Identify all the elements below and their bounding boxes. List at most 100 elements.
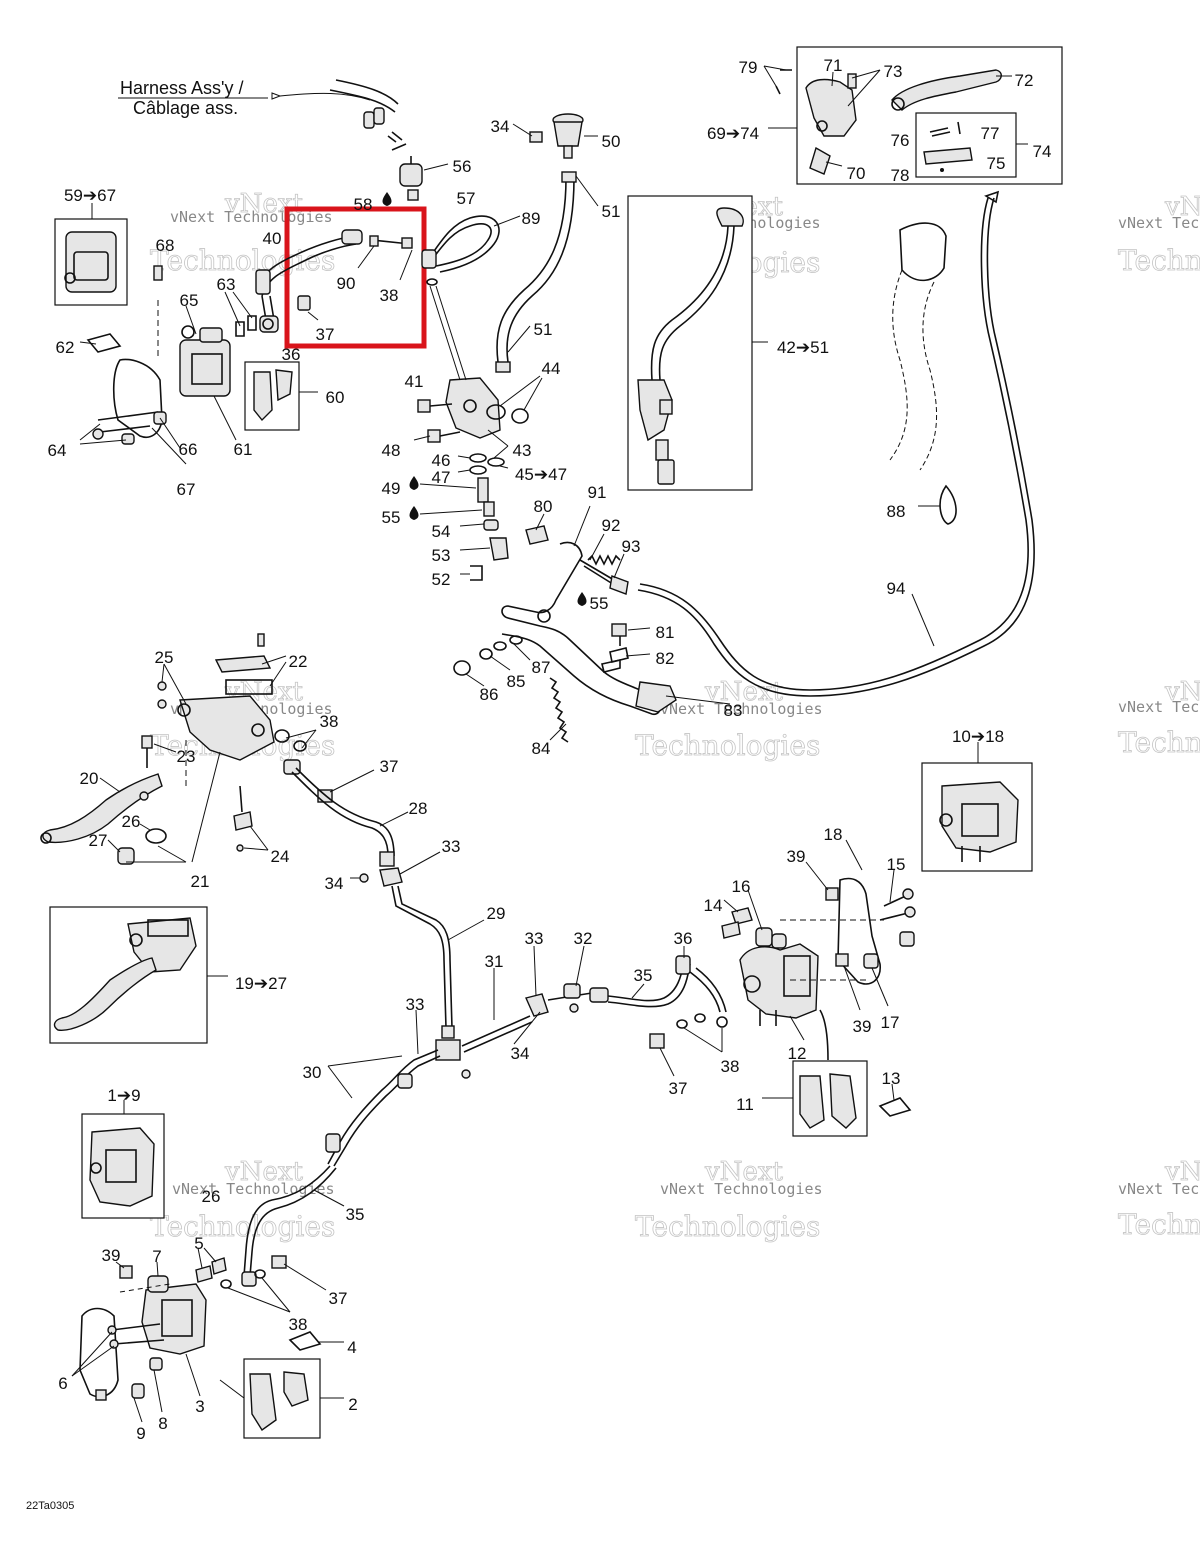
lead-line [489, 655, 511, 671]
seal-47 [469, 465, 487, 475]
lead-line [665, 695, 731, 705]
spring-76 [929, 127, 951, 137]
switch-wire [239, 785, 243, 813]
reservoir-50 [553, 121, 583, 147]
front-master-cylinder [40, 633, 287, 865]
watermark: vNext Technologies vNext Technologies [635, 1157, 823, 1244]
brake-switch [399, 163, 423, 187]
drawing-code: 22Ta0305 [26, 1500, 74, 1512]
callout-number: 39 [787, 847, 806, 866]
lead-line [283, 1263, 327, 1291]
bushing-17 [899, 931, 915, 947]
bushing-8 [149, 1357, 163, 1371]
lead-line [891, 1083, 895, 1101]
handlebar-tube [889, 269, 937, 471]
parking-lock-75 [923, 147, 973, 165]
bushing [121, 433, 135, 445]
callout-number: 57 [457, 189, 476, 208]
lead-line [507, 325, 531, 353]
callout-number: 11 [736, 1095, 754, 1114]
callout-number: 22 [289, 652, 308, 671]
caps-5 [195, 1257, 227, 1283]
union-fitting [441, 1025, 455, 1039]
pin-80 [525, 525, 549, 545]
bolts [97, 411, 159, 433]
lead-line [423, 163, 449, 171]
watermark-caption: vNext Technologies [170, 208, 333, 226]
clip-33 [379, 867, 403, 887]
bolt-head [369, 235, 379, 247]
callout-number: 86 [480, 685, 499, 704]
lead-line [79, 439, 127, 445]
callout-number: 54 [432, 522, 451, 541]
callout-number: 42➔51 [777, 338, 829, 357]
clip-33 [525, 993, 549, 1017]
callout-number: 48 [382, 441, 401, 460]
lead-line [71, 1331, 113, 1377]
callout-number: 55 [590, 594, 609, 613]
lead-line [307, 311, 319, 321]
lead-line [889, 869, 895, 903]
watermark-caption: vNext Technologies [660, 700, 823, 718]
callout-number: 21 [191, 872, 210, 891]
callout-number: 31 [485, 952, 504, 971]
nut [407, 189, 419, 201]
callout-number: 8 [158, 1414, 167, 1433]
lever-pivot [891, 97, 905, 111]
watermark-word: Technologies [1118, 1208, 1200, 1241]
banjo-fitting [283, 759, 301, 775]
oil-drop-icon [409, 506, 419, 520]
callout-number: 75 [987, 154, 1006, 173]
callout-number: 29 [487, 904, 506, 923]
callout-number: 26 [202, 1187, 221, 1206]
callout-number: 78 [891, 166, 910, 185]
lead-line [805, 861, 829, 891]
callout-number: 5 [194, 1234, 203, 1253]
brake-pad [249, 1373, 277, 1432]
callout-number: 24 [271, 847, 290, 866]
lead-line [573, 505, 591, 547]
harness-wires [329, 79, 399, 113]
lead-line [79, 341, 97, 345]
callout-number: 72 [1015, 71, 1034, 90]
callout-number: 38 [320, 712, 339, 731]
callout-number: 94 [887, 579, 906, 598]
lead-line [723, 899, 739, 913]
clip [391, 143, 407, 151]
port [251, 723, 265, 737]
pin-77 [957, 121, 961, 135]
o-ring-44 [486, 404, 506, 420]
callout-number: 34 [511, 1044, 530, 1063]
callout-number: 49 [382, 479, 401, 498]
lead-line [533, 945, 537, 997]
callout-number: 45➔47 [515, 465, 567, 484]
callout-number: 39 [102, 1246, 121, 1265]
brake-hose-89 [429, 215, 500, 273]
cable-tie-88 [939, 484, 957, 525]
lead-line [107, 839, 121, 853]
screw [236, 844, 244, 852]
callout-number: 34 [325, 874, 344, 893]
lead-curve [819, 1009, 829, 1061]
washer [426, 278, 438, 286]
port [463, 399, 477, 413]
callout-number: 68 [156, 236, 175, 255]
bushing-87 [493, 641, 507, 651]
bolt-37 [271, 1255, 287, 1269]
callout-number: 52 [432, 570, 451, 589]
lead-line [79, 423, 101, 441]
harness-label-en: Harness Ass'y / [120, 78, 243, 98]
brake-pad [799, 1075, 825, 1129]
lead-line [627, 627, 651, 631]
callout-number: 9 [136, 1424, 145, 1443]
lead-line [513, 643, 531, 661]
hose-to-master [429, 285, 461, 381]
highlight-rectangle [284, 206, 427, 349]
pad-spring-4 [288, 1331, 322, 1351]
inset-box-front-right-caliper [921, 742, 1033, 872]
watermark: vNext Technologies vNext Technologies [150, 189, 336, 278]
fitting-32 [589, 987, 609, 1003]
pins [961, 846, 981, 862]
lead-line [419, 483, 477, 489]
brake-line-29 [391, 885, 453, 1029]
